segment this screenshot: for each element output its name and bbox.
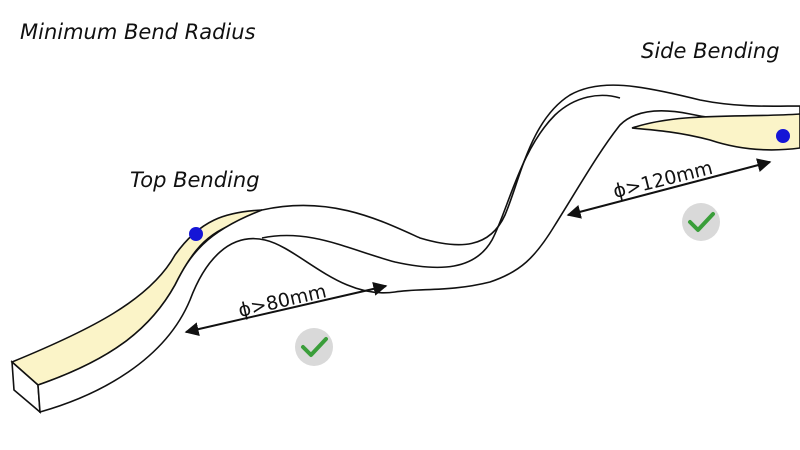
top-bending-label: Top Bending bbox=[130, 168, 260, 192]
side-bending-arrow bbox=[566, 158, 772, 219]
diagram-title: Minimum Bend Radius bbox=[20, 20, 256, 44]
side-bending-dimension: ϕ>120mm bbox=[611, 157, 715, 203]
strip-twist-line bbox=[261, 94, 621, 269]
top-bending-dimension: ϕ>80mm bbox=[236, 280, 328, 322]
led-strip bbox=[10, 84, 800, 414]
checkmark-icon bbox=[295, 328, 333, 366]
strip-top-face-end bbox=[631, 113, 800, 151]
led-dot-icon bbox=[189, 227, 203, 241]
top-bending-arrow bbox=[184, 282, 388, 336]
led-dot-icon bbox=[776, 129, 790, 143]
side-bending-label: Side Bending bbox=[641, 39, 780, 63]
checkmark-icon bbox=[682, 203, 720, 241]
